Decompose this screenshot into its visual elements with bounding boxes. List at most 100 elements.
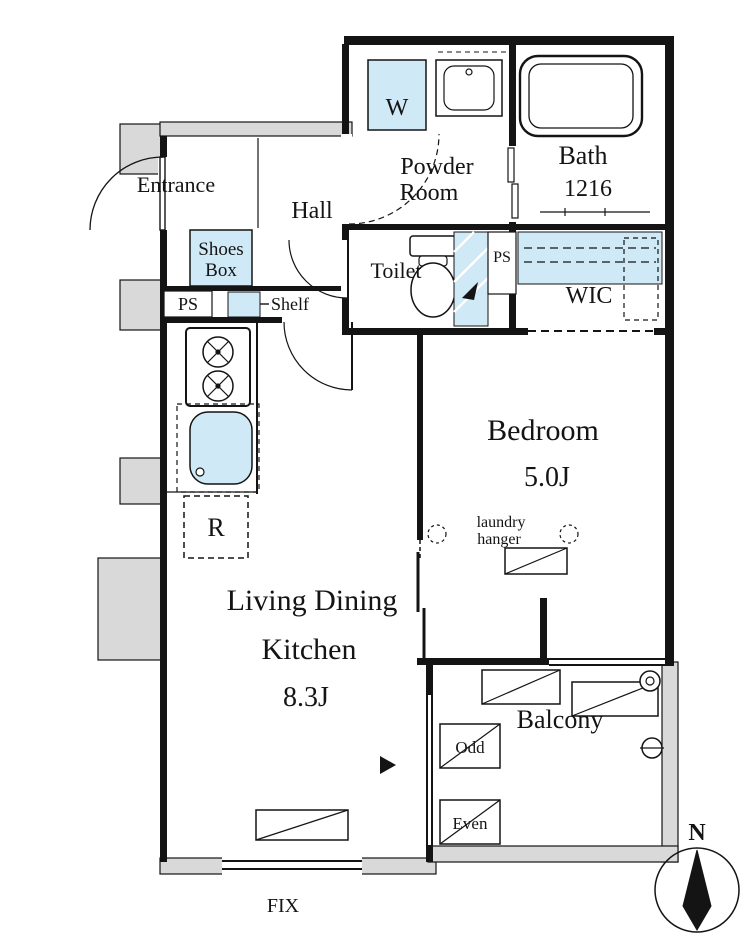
wall-powder-toilet — [342, 224, 514, 230]
wall-ldk-bedroom — [417, 328, 423, 540]
label-refrigerator: R — [207, 513, 225, 542]
toilet-panel-arrow — [462, 282, 478, 300]
vanity-bowl — [443, 65, 495, 111]
stove-burner-1 — [202, 336, 234, 368]
stove-burner-2 — [202, 370, 234, 402]
bathtub-inner — [528, 63, 634, 129]
window-fix-bg — [222, 856, 362, 876]
label-ps-lower: PS — [178, 294, 198, 314]
labels: Entrance Hall Shoes Box PS Shelf W Powde… — [137, 95, 706, 917]
window-ldk-bg — [424, 695, 435, 845]
label-ps-upper: PS — [493, 249, 511, 266]
label-north: N — [688, 820, 706, 846]
washing-machine-pan — [367, 59, 427, 131]
sink-bowl — [189, 411, 253, 485]
concrete-pillar-4 — [97, 557, 167, 661]
wall-hall-bottom — [160, 286, 352, 291]
wall-left — [160, 136, 167, 862]
balcony-items — [439, 669, 664, 845]
laundry-hanger — [427, 524, 579, 575]
wic-area — [517, 231, 663, 285]
label-ldk-2: Kitchen — [262, 633, 357, 666]
windows — [222, 656, 665, 876]
label-shoes-box-1: Shoes — [198, 239, 243, 260]
shelf-box — [227, 291, 261, 318]
wall-toilet-bottom — [342, 328, 528, 335]
label-shoes-box-2: Box — [205, 260, 237, 281]
toilet-door-arc — [288, 239, 348, 299]
pipe-space-upper — [487, 231, 517, 295]
label-washing-machine: W — [386, 95, 409, 121]
label-bedroom-size: 5.0J — [524, 462, 570, 493]
floor-hatch-ldk — [255, 809, 349, 841]
bathtub — [518, 54, 650, 216]
ac-space-even-diag — [439, 799, 501, 845]
label-balcony: Balcony — [517, 705, 604, 734]
toilet-door-gap — [341, 240, 352, 298]
label-odd: Odd — [455, 738, 485, 757]
doors — [89, 133, 654, 665]
label-ldk-1: Living Dining — [227, 584, 398, 617]
bath-door-panel-1 — [507, 147, 515, 183]
wic-closet — [517, 231, 663, 321]
window-bedroom-bg — [549, 656, 665, 666]
toilet-fixture — [409, 235, 457, 318]
powder-door-gap — [341, 134, 352, 224]
refrigerator-space — [183, 495, 249, 559]
label-wic: WIC — [566, 283, 613, 309]
shoes-box-cabinet — [189, 229, 253, 287]
ac-space-odd-diag — [439, 723, 501, 769]
wall-bedroom-stub — [540, 598, 547, 658]
label-toilet: Toilet — [370, 258, 421, 283]
wall-kitchen-top — [160, 317, 282, 323]
stove — [185, 327, 251, 407]
wall-powder-left-1 — [342, 44, 349, 134]
label-bath-size: 1216 — [564, 176, 612, 202]
bath-door-panel-2 — [511, 183, 519, 219]
north-arrow-icon — [682, 849, 712, 931]
powder-door-arc — [348, 133, 440, 225]
burner-2-center — [215, 383, 221, 389]
ps-lower-box — [163, 290, 213, 318]
wall-bath-wic — [509, 224, 674, 230]
label-powder-room-2: Room — [400, 180, 459, 206]
shoes-box — [189, 229, 253, 287]
ceiling-hook-left — [427, 524, 447, 544]
ldk-hatch-diag — [255, 809, 349, 841]
label-shelf: Shelf — [271, 294, 309, 314]
washing-machine — [367, 59, 427, 131]
wall-powder-left-3 — [342, 298, 349, 334]
balcony-drain — [639, 670, 661, 692]
entrance-door-arc — [89, 156, 164, 231]
balcony-right-wall — [661, 661, 679, 863]
pipe-space-lower — [163, 290, 213, 318]
label-laundry-1: laundry — [477, 514, 526, 531]
concrete-pillar-2 — [119, 279, 167, 331]
ldk-door-arc — [283, 321, 353, 391]
compass — [654, 847, 740, 933]
toilet-panel-stripe-2 — [453, 247, 489, 283]
label-bath: Bath — [558, 141, 607, 170]
balcony-slab-1-diag — [481, 669, 561, 705]
toilet-wall-panel — [453, 231, 489, 327]
kitchen-sink — [176, 403, 260, 493]
ps-upper-box — [487, 231, 517, 295]
vanity-faucet — [465, 68, 473, 76]
compass-circle — [654, 847, 740, 933]
label-even: Even — [453, 814, 488, 833]
ceiling-hook-right — [559, 524, 579, 544]
wall-bath-divider-1 — [509, 44, 516, 146]
concrete-pillar-3 — [119, 457, 167, 505]
refrigerator — [183, 495, 249, 559]
sink-faucet — [195, 467, 205, 477]
direction-marker — [380, 756, 396, 774]
wall-powder-left-2 — [342, 224, 349, 240]
label-laundry-2: hanger — [477, 531, 521, 548]
wic-dashed-box — [623, 237, 659, 321]
toilet-tank — [409, 235, 457, 257]
wall-right — [665, 36, 674, 666]
shelf — [227, 291, 269, 318]
wall-wic-bottom-end — [654, 328, 674, 335]
